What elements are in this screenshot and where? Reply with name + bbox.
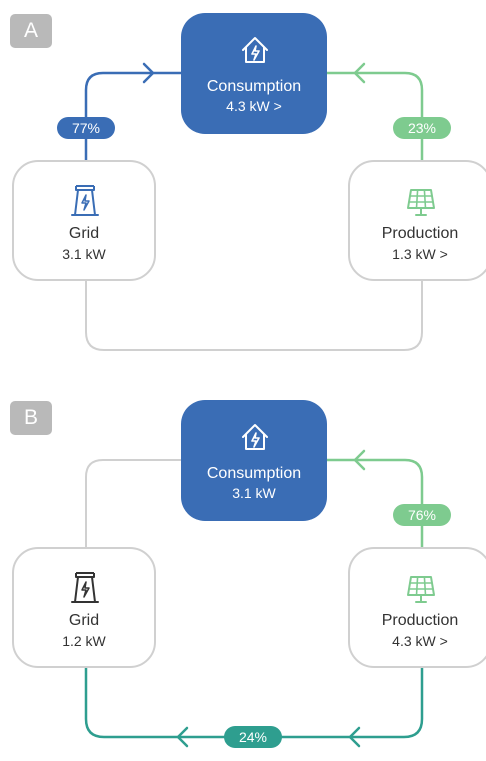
solar-to-consumption-line [327,458,424,547]
solar-share-badge: 76% [393,504,451,526]
grid-card: Grid 3.1 kW [12,160,156,281]
solar-panel-icon [406,184,436,218]
energy-flow-panel-a: A Consumption 4.3 kW > 77% 23% Grid 3.1 … [0,0,486,374]
house-lightning-icon [241,422,269,452]
grid-production-idle-line [85,281,423,351]
solar-flow-arrow [353,449,366,471]
production-value: 1.3 kW > [392,246,448,262]
export-share-badge: 24% [224,726,282,748]
grid-value: 1.2 kW [62,633,106,649]
solar-share-badge: 23% [393,117,451,139]
scenario-tag: A [10,14,52,48]
grid-share-badge: 77% [57,117,115,139]
solar-flow-arrow [353,62,366,84]
consumption-label: Consumption [206,465,302,482]
production-card[interactable]: Production 1.3 kW > [348,160,486,281]
grid-to-consumption-line [84,71,181,160]
grid-to-consumption-idle-line [85,459,181,547]
house-lightning-icon [241,35,269,65]
grid-label: Grid [68,225,100,242]
production-value: 4.3 kW > [392,633,448,649]
consumption-value: 3.1 kW [232,485,276,501]
production-label: Production [381,225,459,242]
consumption-card[interactable]: Consumption 3.1 kW [181,400,327,521]
grid-label: Grid [68,612,100,629]
production-label: Production [381,612,459,629]
grid-value: 3.1 kW [62,246,106,262]
flow-lines [84,62,424,351]
export-flow-arrow-left [176,726,189,748]
solar-panel-icon [406,571,436,605]
power-plant-icon [70,184,100,218]
grid-card: Grid 1.2 kW [12,547,156,668]
grid-flow-arrow [142,62,155,84]
energy-flow-panel-b: B Consumption 3.1 kW 76% 24% Grid 1.2 kW [0,387,486,761]
solar-to-consumption-line [327,71,424,160]
consumption-card[interactable]: Consumption 4.3 kW > [181,13,327,134]
production-card[interactable]: Production 4.3 kW > [348,547,486,668]
consumption-value: 4.3 kW > [226,98,282,114]
scenario-tag: B [10,401,52,435]
export-flow-arrow-right [348,726,361,748]
consumption-label: Consumption [206,78,302,95]
power-plant-icon [70,571,100,605]
